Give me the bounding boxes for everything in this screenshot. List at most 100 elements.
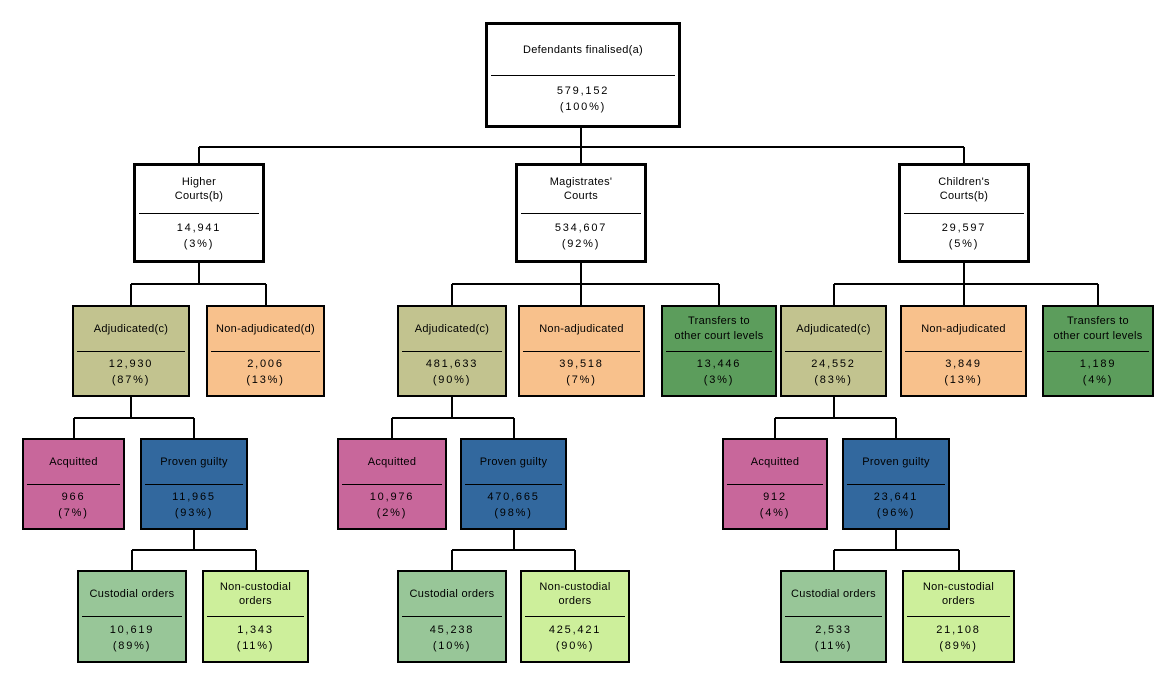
node-childrens-proven-guilty: Proven guilty 23,641(96%) (842, 438, 950, 530)
node-higher-proven-guilty: Proven guilty 11,965(93%) (140, 438, 248, 530)
node-magistrates-courts: Magistrates' Courts 534,607(92%) (515, 163, 647, 263)
node-value: 21,108(89%) (936, 624, 981, 652)
node-higher-custodial-orders: Custodial orders 10,619(89%) (77, 570, 187, 663)
divider (907, 616, 1010, 617)
node-label: Custodial orders (791, 587, 876, 600)
node-value: 13,446(3%) (696, 358, 742, 387)
node-label: Custodial orders (89, 587, 175, 600)
divider (207, 616, 304, 617)
node-value: 23,641(96%) (873, 491, 919, 520)
connector-child-proven-to-orders (833, 530, 960, 571)
divider (145, 483, 243, 485)
node-value: 534,607(92%) (554, 221, 608, 250)
node-higher-adjudicated: Adjudicated(c) 12,930(87%) (72, 305, 190, 397)
node-value: 2,533(11%) (814, 624, 853, 652)
node-childrens-acquitted: Acquitted 912(4%) (722, 438, 828, 530)
node-label: Adjudicated(c) (796, 322, 871, 335)
node-childrens-transfers: Transfers to other court levels 1,189(4%… (1042, 305, 1154, 397)
node-childrens-custodial-orders: Custodial orders 2,533(11%) (780, 570, 887, 663)
node-childrens-non-custodial-orders: Non-custodial orders 21,108(89%) (902, 570, 1015, 663)
divider (847, 483, 945, 485)
node-value: 24,552(83%) (811, 358, 856, 387)
node-value: 3,849(13%) (944, 358, 983, 387)
node-magistrates-non-adjudicated: Non-adjudicated 39,518(7%) (518, 305, 645, 397)
node-label: Non-adjudicated (539, 322, 624, 335)
node-label: Non-custodial orders (219, 580, 292, 607)
divider (139, 212, 259, 214)
node-label: Proven guilty (160, 455, 228, 468)
node-label: Magistrates' Courts (549, 175, 613, 203)
divider (785, 616, 882, 617)
divider (77, 350, 185, 352)
node-label: Non-custodial orders (539, 580, 611, 607)
node-label: Proven guilty (479, 455, 548, 468)
node-magistrates-acquitted: Acquitted 10,976(2%) (337, 438, 447, 530)
divider (727, 483, 823, 485)
node-value: 1,343(11%) (236, 624, 275, 652)
connector-root-to-court-levels (198, 128, 965, 164)
node-value: 45,238(10%) (429, 624, 475, 652)
node-label: Transfers to other court levels (674, 315, 764, 342)
node-label: Acquitted (49, 455, 98, 468)
node-magistrates-custodial-orders: Custodial orders 45,238(10%) (397, 570, 507, 663)
node-higher-non-adjudicated: Non-adjudicated(d) 2,006(13%) (206, 305, 325, 397)
connector-mag-proven-to-orders (451, 530, 576, 571)
divider (523, 350, 640, 352)
node-value: 39,518(7%) (559, 358, 604, 387)
connector-higher-proven-to-orders (131, 530, 257, 571)
node-higher-non-custodial-orders: Non-custodial orders 1,343(11%) (202, 570, 309, 663)
divider (666, 350, 772, 352)
node-magistrates-proven-guilty: Proven guilty 470,665(98%) (460, 438, 567, 530)
node-label: Transfers to other court levels (1053, 315, 1143, 342)
node-magistrates-non-custodial-orders: Non-custodial orders 425,421(90%) (520, 570, 630, 663)
node-label: Adjudicated(c) (414, 322, 490, 335)
divider (491, 74, 675, 76)
node-childrens-non-adjudicated: Non-adjudicated 3,849(13%) (900, 305, 1027, 397)
node-value: 29,597(5%) (941, 221, 987, 250)
divider (465, 483, 562, 485)
node-label: Non-adjudicated(d) (216, 322, 315, 335)
node-value: 425,421(90%) (548, 624, 602, 652)
node-value: 912(4%) (759, 491, 791, 520)
divider (525, 616, 625, 617)
node-value: 579,152(100%) (556, 85, 610, 114)
node-childrens-courts: Children's Courts(b) 29,597(5%) (898, 163, 1030, 263)
node-value: 1,189(4%) (1079, 358, 1117, 387)
node-magistrates-adjudicated: Adjudicated(c) 481,633(90%) (397, 305, 507, 397)
divider (1047, 350, 1149, 352)
connector-child-adjudicated-to-outcome (774, 397, 897, 439)
divider (211, 350, 320, 352)
node-value: 10,619(89%) (109, 624, 155, 652)
divider (521, 212, 641, 214)
node-label: Acquitted (750, 455, 800, 468)
node-higher-acquitted: Acquitted 966(7%) (22, 438, 125, 530)
node-value: 14,941(3%) (176, 221, 222, 250)
divider (905, 350, 1022, 352)
node-value: 481,633(90%) (425, 358, 479, 387)
node-higher-courts: Higher Courts(b) 14,941(3%) (133, 163, 265, 263)
connector-higher-adjudicated-to-outcome (73, 397, 195, 439)
divider (402, 350, 502, 352)
connector-higher-to-adjudication (130, 263, 267, 306)
divider (27, 483, 120, 485)
node-label: Defendants finalised(a) (522, 43, 644, 56)
node-label: Adjudicated(c) (93, 322, 169, 335)
node-label: Non-adjudicated (921, 322, 1006, 335)
node-magistrates-transfers: Transfers to other court levels 13,446(3… (661, 305, 777, 397)
node-childrens-adjudicated: Adjudicated(c) 24,552(83%) (780, 305, 887, 397)
node-value: 12,930(87%) (108, 358, 154, 387)
connector-magistrates-to-adjudication (451, 263, 720, 306)
node-value: 2,006(13%) (246, 358, 285, 387)
divider (82, 616, 182, 617)
divider (904, 212, 1024, 214)
node-label: Proven guilty (862, 455, 930, 468)
node-label: Non-custodial orders (922, 580, 995, 607)
node-value: 966(7%) (58, 491, 89, 520)
node-label: Children's Courts(b) (938, 175, 990, 203)
node-value: 10,976(2%) (369, 491, 415, 520)
divider (342, 483, 442, 485)
node-label: Acquitted (367, 455, 417, 468)
node-label: Custodial orders (409, 587, 495, 600)
